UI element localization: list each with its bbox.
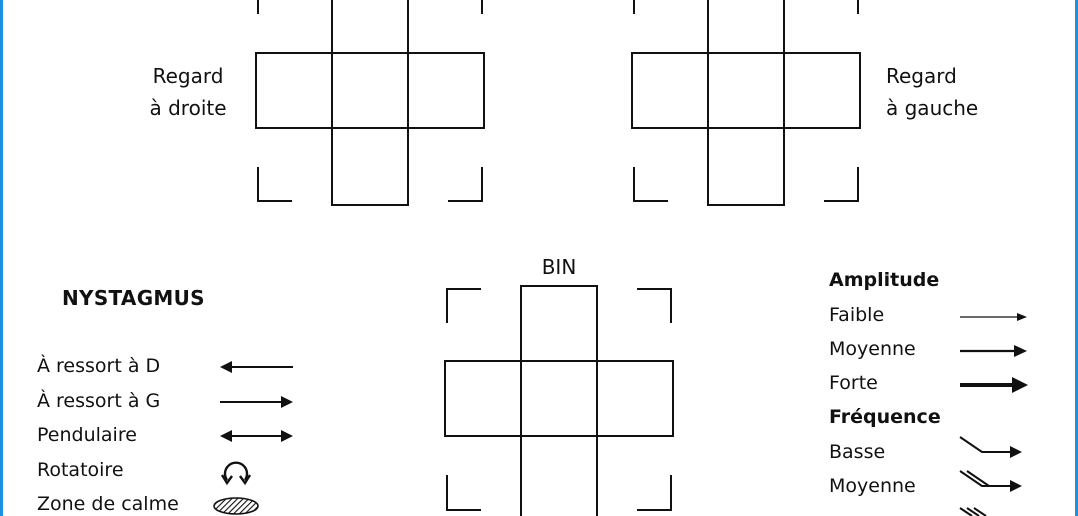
gaze-right-line1: Regard — [152, 64, 224, 88]
gaze-left-line1: Regard — [886, 64, 957, 88]
frame-left-border — [0, 0, 3, 516]
single-tail-arrow-icon — [959, 436, 1022, 458]
corner-brackets — [446, 288, 672, 511]
arrow-left-icon — [220, 361, 293, 373]
rotation-icon — [220, 461, 252, 486]
cross-horizontal-bar — [631, 52, 861, 129]
frame-right-border — [1075, 0, 1078, 516]
double-arrow-icon — [220, 430, 293, 442]
corner-brackets — [257, 0, 483, 202]
legend-item-rotatoire: Rotatoire — [37, 459, 124, 481]
thin-arrow-icon — [960, 313, 1027, 321]
triple-tail-arrow-icon — [959, 507, 987, 516]
cross-horizontal-bar — [444, 360, 674, 437]
legend-item-amplitude-forte: Forte — [829, 372, 878, 394]
legend-item-amplitude-faible: Faible — [829, 304, 885, 326]
cross-vertical-bar — [520, 285, 598, 516]
thick-arrow-icon — [960, 377, 1028, 393]
legend-item-frequence-basse: Basse — [829, 441, 886, 463]
frequence-title: Fréquence — [829, 406, 941, 428]
legend-item-ressort-g: À ressort à G — [37, 390, 161, 412]
gaze-right-cross — [255, 0, 485, 206]
legend-item-ressort-d: À ressort à D — [37, 355, 161, 377]
legend-item-frequence-moyenne: Moyenne — [829, 475, 916, 497]
cross-vertical-bar — [331, 0, 409, 206]
legend-item-amplitude-moyenne: Moyenne — [829, 338, 916, 360]
gaze-right-line2: à droite — [149, 96, 227, 120]
legend-item-pendulaire: Pendulaire — [37, 424, 137, 446]
gaze-left-line2: à gauche — [886, 96, 979, 120]
cross-vertical-bar — [707, 0, 785, 206]
bin-cross — [444, 285, 674, 516]
medium-arrow-icon — [960, 345, 1027, 357]
nystagmus-title: NYSTAGMUS — [62, 286, 205, 310]
arrow-right-icon — [220, 396, 293, 408]
gaze-left-cross — [631, 0, 861, 206]
cross-horizontal-bar — [255, 52, 485, 129]
amplitude-title: Amplitude — [829, 269, 940, 291]
gaze-left-label: Regard à gauche — [886, 60, 1016, 124]
legend-item-zone-calme: Zone de calme — [37, 493, 179, 515]
corner-brackets — [633, 0, 859, 202]
double-tail-arrow-icon — [959, 470, 1022, 492]
hatched-ellipse-icon — [213, 497, 259, 515]
gaze-right-label: Regard à droite — [128, 60, 248, 124]
bin-label: BIN — [541, 255, 577, 279]
